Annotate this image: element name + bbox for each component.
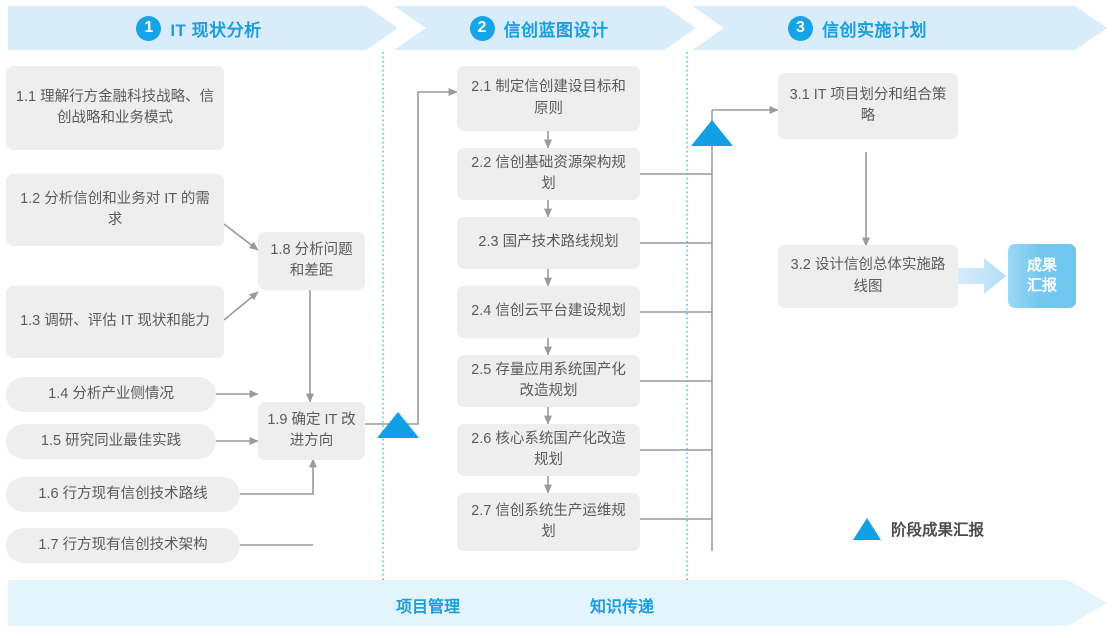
- phase-banner-3[interactable]: 3 信创实施计划: [692, 6, 1107, 50]
- phase-label-3: 信创实施计划: [822, 20, 927, 40]
- task-box-1-8[interactable]: 1.8 分析问题和差距: [258, 232, 365, 290]
- task-box-2-5[interactable]: 2.5 存量应用系统国产化改造规划: [457, 355, 640, 407]
- footer-label-project-management: 项目管理: [396, 599, 461, 616]
- result-badge[interactable]: 成果 汇报: [1008, 244, 1076, 308]
- legend-label: 阶段成果汇报: [891, 522, 985, 539]
- phase-number-badge-2: 2: [469, 15, 495, 41]
- task-box-2-2[interactable]: 2.2 信创基础资源架构规划: [457, 148, 640, 200]
- task-box-1-1[interactable]: 1.1 理解行方金融科技战略、信创战略和业务模式: [6, 66, 224, 150]
- task-box-2-1[interactable]: 2.1 制定信创建设目标和原则: [457, 66, 640, 131]
- task-box-1-2[interactable]: 1.2 分析信创和业务对 IT 的需求: [6, 174, 224, 246]
- legend: 阶段成果汇报: [853, 518, 984, 540]
- task-box-3-2[interactable]: 3.2 设计信创总体实施路线图: [778, 245, 958, 308]
- task-box-2-3[interactable]: 2.3 国产技术路线规划: [457, 217, 640, 269]
- phase-number-badge-1: 1: [136, 15, 162, 41]
- task-box-2-6[interactable]: 2.6 核心系统国产化改造规划: [457, 424, 640, 476]
- task-box-2-7[interactable]: 2.7 信创系统生产运维规划: [457, 493, 640, 551]
- footer-label-knowledge-transfer: 知识传递: [590, 599, 655, 616]
- phase-number-badge-3: 3: [788, 15, 813, 41]
- task-box-1-6[interactable]: 1.6 行方现有信创技术路线: [6, 477, 240, 512]
- task-box-1-3[interactable]: 1.3 调研、评估 IT 现状和能力: [6, 286, 224, 358]
- task-box-1-7[interactable]: 1.7 行方现有信创技术架构: [6, 528, 240, 563]
- milestone-marker-phase1: [377, 412, 419, 438]
- milestone-marker-phase2: [691, 120, 733, 146]
- phase-label-1: IT 现状分析: [170, 20, 262, 40]
- phase-banner-2[interactable]: 2 信创蓝图设计: [394, 6, 696, 50]
- task-box-1-5[interactable]: 1.5 研究同业最佳实践: [6, 424, 216, 459]
- task-box-1-9[interactable]: 1.9 确定 IT 改进方向: [258, 402, 365, 460]
- triangle-milestone-icon: [853, 518, 881, 540]
- phase-label-2: 信创蓝图设计: [503, 20, 609, 40]
- task-box-1-4[interactable]: 1.4 分析产业侧情况: [6, 377, 216, 412]
- phase-banner-1[interactable]: 1 IT 现状分析: [8, 6, 398, 50]
- footer-arrow-bar: [8, 580, 1107, 626]
- task-box-2-4[interactable]: 2.4 信创云平台建设规划: [457, 286, 640, 338]
- task-box-3-1[interactable]: 3.1 IT 项目划分和组合策略: [778, 73, 958, 139]
